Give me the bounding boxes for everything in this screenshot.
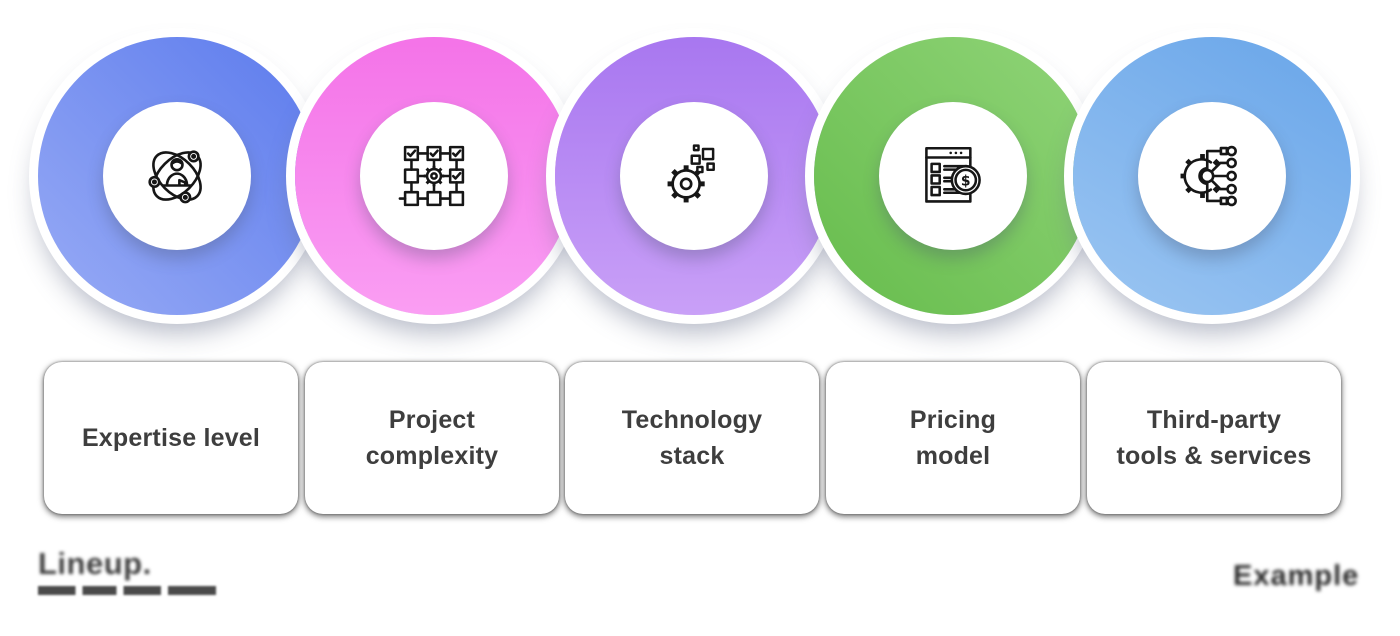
circle-expertise xyxy=(38,37,316,315)
circle-complexity xyxy=(295,37,573,315)
circle-complexity-inner xyxy=(360,102,508,250)
circle-technology-inner xyxy=(620,102,768,250)
workflow-checklist-gear-icon xyxy=(398,145,465,207)
card-pricing-model: Pricing model xyxy=(826,362,1080,514)
card-project-complexity: Project complexity xyxy=(305,362,559,514)
circle-thirdparty-inner xyxy=(1138,102,1286,250)
footer-watermark: Example xyxy=(1233,560,1360,592)
price-list-dollar-icon: $ xyxy=(925,146,981,203)
expertise-network-person-icon xyxy=(148,150,202,204)
circle-technology xyxy=(555,37,833,315)
gear-circuit-integration-icon xyxy=(1180,145,1237,207)
circle-thirdparty xyxy=(1073,37,1351,315)
card-thirdparty-tools: Third-party tools & services xyxy=(1087,362,1341,514)
circle-pricing-inner: $ xyxy=(879,102,1027,250)
card-technology-stack: Technology stack xyxy=(565,362,819,514)
logo-wordmark: Lineup. xyxy=(38,546,152,581)
logo-tagline-bar xyxy=(38,586,216,595)
card-label: Expertise level xyxy=(81,423,261,452)
card-label: Project complexity xyxy=(365,405,499,470)
card-label: Third-party tools & services xyxy=(1116,405,1312,470)
circle-expertise-inner xyxy=(103,102,251,250)
card-label: Pricing model xyxy=(909,405,997,470)
card-label: Technology stack xyxy=(621,405,763,470)
gear-pixels-icon xyxy=(667,144,715,203)
circle-pricing: $ xyxy=(814,37,1092,315)
footer-logo: Lineup. xyxy=(38,546,216,595)
card-expertise-level: Expertise level xyxy=(44,362,298,514)
svg-text:$: $ xyxy=(961,173,971,189)
